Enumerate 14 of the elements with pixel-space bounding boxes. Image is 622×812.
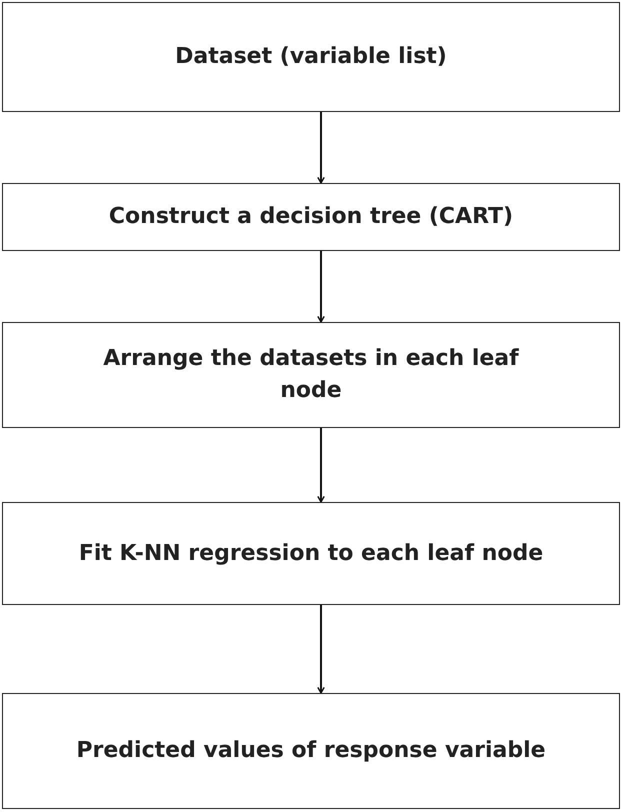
step-label: Dataset (variable list) [175,43,447,72]
process-box [2,322,620,428]
process-box [2,2,620,112]
arrow [317,605,325,694]
arrow [317,251,325,323]
step-label: Fit K-NN regression to each leaf node [78,540,544,568]
arrow [317,112,325,184]
step-label: Construct a decision tree (CART) [108,203,514,232]
step-label: Predicted values of response variable [76,737,546,766]
step-label: Arrange the datasets in each leaf node [102,345,520,405]
process-box [2,693,620,809]
arrow [317,428,325,503]
process-box [2,502,620,605]
process-box [2,183,620,251]
